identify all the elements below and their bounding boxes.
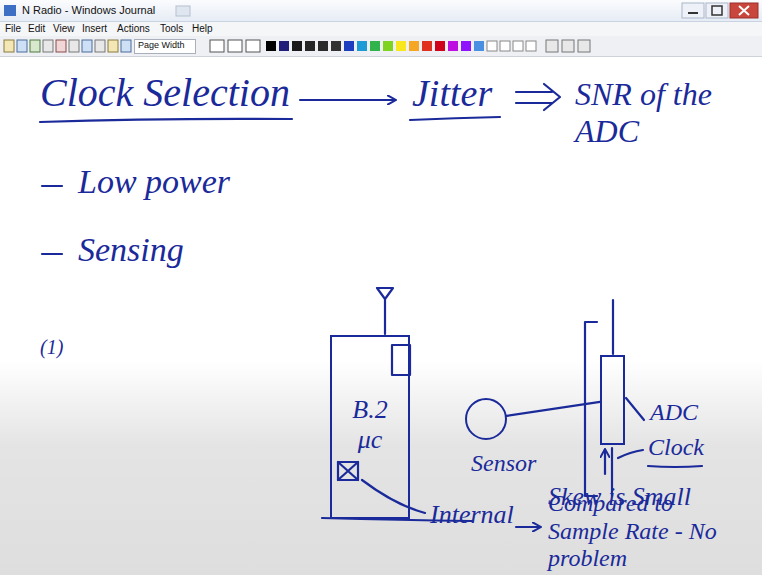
underline bbox=[410, 117, 500, 120]
ink-mark bbox=[526, 41, 536, 51]
rf-block bbox=[392, 345, 410, 375]
ink-mark bbox=[246, 40, 260, 52]
callout-number: (1) bbox=[40, 336, 63, 359]
ink-mark bbox=[370, 41, 380, 51]
ink-mark bbox=[474, 41, 484, 51]
menu-item: Help bbox=[192, 23, 213, 35]
bullet-text: Sensing bbox=[78, 230, 184, 269]
ink-mark bbox=[409, 41, 419, 51]
arrow bbox=[516, 526, 540, 528]
close-button bbox=[730, 3, 758, 18]
ink-mark bbox=[357, 41, 367, 51]
ink-mark bbox=[461, 41, 471, 51]
minimize-button bbox=[682, 3, 704, 18]
ink-mark bbox=[318, 41, 328, 51]
cross bbox=[338, 462, 358, 480]
maximize-glyph bbox=[712, 6, 722, 15]
ink-mark bbox=[228, 40, 242, 52]
callout-label: ADC bbox=[650, 399, 698, 427]
ink-mark bbox=[422, 41, 432, 51]
ink-mark bbox=[487, 41, 497, 51]
ink-mark bbox=[69, 40, 79, 52]
menu-item: File bbox=[5, 23, 21, 35]
ink-mark bbox=[448, 41, 458, 51]
leader-line bbox=[362, 480, 425, 513]
ink-mark bbox=[279, 41, 289, 51]
ink-mark bbox=[266, 41, 276, 51]
ink-mark bbox=[513, 41, 523, 51]
implies-arrow bbox=[516, 84, 560, 110]
ink-mark bbox=[383, 41, 393, 51]
bullet-dash bbox=[42, 253, 62, 255]
ink-mark bbox=[305, 41, 315, 51]
ink-mark bbox=[562, 40, 574, 52]
close-glyph bbox=[739, 6, 749, 15]
window-chrome-icons bbox=[4, 3, 758, 18]
underline bbox=[40, 119, 292, 122]
ink-mark bbox=[95, 40, 105, 52]
ink-mark bbox=[292, 41, 302, 51]
bullet-dash bbox=[42, 185, 62, 187]
ink-mark bbox=[82, 40, 92, 52]
ink-mark bbox=[331, 41, 341, 51]
tab-icon bbox=[176, 6, 190, 16]
maximize-button bbox=[706, 3, 728, 18]
ink-mark bbox=[396, 41, 406, 51]
menu-item: Actions bbox=[117, 23, 150, 35]
ink-mark bbox=[56, 40, 66, 52]
callout-label: Clock bbox=[648, 434, 704, 462]
ink-mark bbox=[500, 41, 510, 51]
sensor-circle: Sensor bbox=[465, 398, 507, 440]
menu-item: Tools bbox=[160, 23, 183, 35]
box-label: B.2 μc bbox=[338, 395, 402, 455]
ink-mark bbox=[17, 40, 27, 52]
toolbar-icons bbox=[4, 40, 590, 52]
wire bbox=[612, 300, 614, 354]
callout-label: Sensor bbox=[471, 450, 536, 478]
ink-mark bbox=[210, 40, 224, 52]
internal-clock-block bbox=[338, 462, 358, 480]
callout-label: Internal bbox=[430, 500, 514, 530]
menu-item: Insert bbox=[82, 23, 107, 35]
adc-block: ADC bbox=[600, 355, 625, 445]
underline bbox=[648, 466, 702, 467]
handwritten-note: Jitter bbox=[412, 72, 492, 116]
antenna bbox=[377, 288, 393, 334]
window-title: N Radio - Windows Journal bbox=[22, 4, 155, 17]
ink-mark bbox=[121, 40, 131, 52]
ink-mark bbox=[546, 40, 558, 52]
clock-arrow bbox=[604, 450, 606, 474]
arrow bbox=[300, 99, 395, 101]
bullet-text: Low power bbox=[78, 162, 230, 201]
ink-mark bbox=[578, 40, 590, 52]
ink-mark bbox=[108, 40, 118, 52]
ink-mark bbox=[344, 41, 354, 51]
menu-item: Edit bbox=[28, 23, 45, 35]
signal-wire bbox=[507, 402, 600, 416]
ink-strokes bbox=[40, 84, 702, 527]
handwritten-note: SNR of the ADC bbox=[575, 76, 725, 150]
ink-mark bbox=[43, 40, 53, 52]
microcontroller-box: B.2 μc bbox=[330, 335, 410, 519]
ink-mark bbox=[435, 41, 445, 51]
leader-line bbox=[626, 398, 644, 420]
menu-bar bbox=[0, 22, 762, 36]
ink-mark bbox=[30, 40, 40, 52]
handwritten-note: Compared to Sample Rate - No problem bbox=[548, 490, 748, 573]
dropdown-text: Page Width bbox=[138, 40, 185, 50]
ink-mark bbox=[4, 40, 14, 52]
heading: Clock Selection bbox=[40, 70, 290, 116]
menu-item: View bbox=[53, 23, 75, 35]
leader-line bbox=[618, 450, 643, 458]
app-icon bbox=[4, 5, 16, 16]
bracket bbox=[585, 322, 597, 496]
minimize-glyph bbox=[688, 12, 698, 14]
